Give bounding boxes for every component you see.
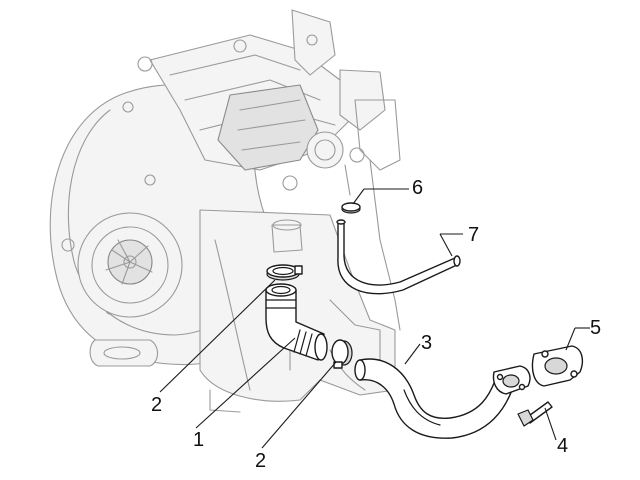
- callout-5: 5: [590, 317, 601, 339]
- part-5-outlet-flange: [531, 345, 584, 387]
- leader-lines: [159, 188, 590, 449]
- callout-3: 3: [421, 332, 432, 354]
- callouts: 6 7 3 5 4 2 1 2: [151, 177, 601, 472]
- engine-casing-outline: [49, 9, 401, 413]
- part-4-bolt: [517, 401, 553, 427]
- callout-6: 6: [412, 177, 423, 199]
- part-6-small-hose-clamp: [341, 202, 361, 214]
- callout-2-upper-clamp: 2: [151, 394, 162, 416]
- part-3-coolant-hose: [354, 358, 515, 439]
- callout-4: 4: [557, 435, 568, 457]
- part-1-elbow-hose: [265, 283, 328, 361]
- hose-end-flange: [492, 365, 531, 395]
- part-2-upper-hose-clamp: [266, 264, 303, 281]
- part-7-bypass-hose: [336, 219, 461, 295]
- callout-2-lower-clamp: 2: [255, 450, 266, 472]
- callout-1: 1: [193, 429, 204, 451]
- callout-7: 7: [468, 224, 479, 246]
